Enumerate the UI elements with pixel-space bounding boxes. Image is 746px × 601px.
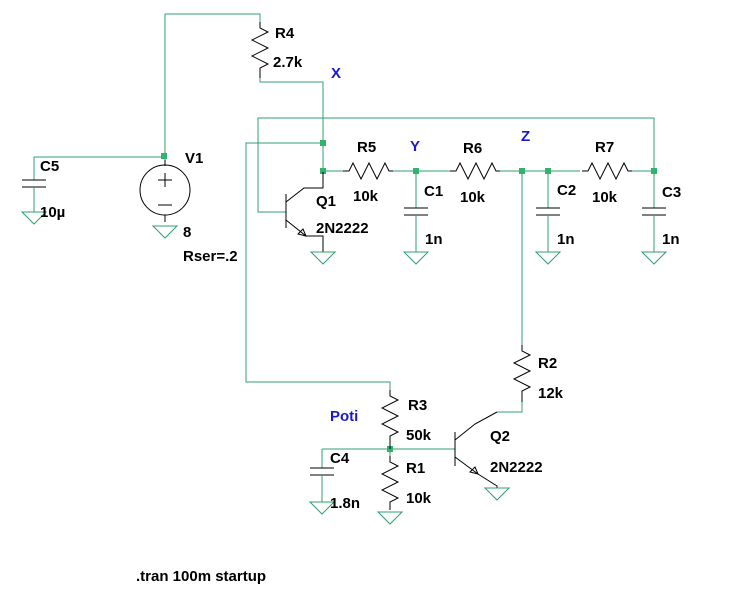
- c3-value: 1n: [662, 231, 680, 248]
- junction-q1-base: [320, 140, 326, 146]
- r2-value: 12k: [538, 385, 564, 402]
- wire-r4-x[interactable]: [259, 78, 324, 172]
- voltage-source-v1[interactable]: [139, 160, 191, 222]
- c5-ref: C5: [40, 158, 59, 175]
- c4-value: 1.8n: [330, 495, 360, 512]
- spice-directive: .tran 100m startup: [136, 568, 266, 585]
- net-label-poti: Poti: [330, 408, 358, 425]
- ground-icon-c1: [402, 251, 430, 265]
- resistor-r3[interactable]: [380, 390, 400, 449]
- r6-value: 10k: [460, 189, 486, 206]
- q2-ref: Q2: [490, 428, 510, 445]
- net-label-x: X: [331, 65, 341, 82]
- wires: [34, 13, 655, 468]
- capacitor-c2[interactable]: [536, 207, 560, 252]
- c5-value: 10µ: [40, 204, 65, 221]
- resistor-r4[interactable]: [250, 22, 270, 78]
- c3-ref: C3: [662, 184, 681, 201]
- v1-value: 8: [183, 224, 191, 241]
- net-label-z: Z: [521, 128, 530, 145]
- r6-ref: R6: [463, 140, 482, 157]
- r5-value: 10k: [353, 188, 379, 205]
- capacitor-c1[interactable]: [404, 207, 428, 252]
- wire-feedback-top[interactable]: [257, 117, 655, 213]
- r4-value: 2.7k: [273, 54, 303, 71]
- c4-ref: C4: [330, 450, 350, 467]
- ground-icon-v1: [151, 225, 179, 239]
- wire-r2-q2[interactable]: [497, 402, 523, 413]
- r4-ref: R4: [275, 25, 295, 42]
- junction-x: [320, 168, 326, 174]
- junction-c3: [651, 168, 657, 174]
- c2-ref: C2: [557, 182, 576, 199]
- resistor-r7[interactable]: [582, 161, 632, 181]
- r7-value: 10k: [592, 189, 618, 206]
- q1-ref: Q1: [316, 193, 336, 210]
- labels: R4 2.7k X R5 10k Y R6 10k Z R7 10k C1 1n…: [40, 25, 681, 585]
- junction-v1-top: [161, 153, 167, 159]
- capacitor-c3[interactable]: [642, 207, 666, 252]
- junction-c2: [545, 168, 551, 174]
- junction-y: [413, 168, 419, 174]
- v1-rser: Rser=.2: [183, 248, 238, 265]
- net-label-y: Y: [410, 138, 420, 155]
- ground-icon-q1: [309, 251, 337, 265]
- transistor-q2[interactable]: [454, 411, 498, 488]
- transistor-q1[interactable]: [285, 172, 324, 252]
- ground-icon-q2: [483, 487, 511, 501]
- junction-z: [519, 168, 525, 174]
- wire-v1-r4[interactable]: [164, 13, 261, 155]
- ground-icon-c2: [534, 251, 562, 265]
- r7-ref: R7: [595, 139, 614, 156]
- capacitor-c4[interactable]: [310, 467, 334, 502]
- r1-ref: R1: [406, 460, 425, 477]
- q1-model: 2N2222: [316, 220, 369, 237]
- wire-q1-r3[interactable]: [245, 142, 391, 390]
- capacitor-c5[interactable]: [22, 157, 46, 212]
- r3-value: 50k: [406, 427, 432, 444]
- resistor-r5[interactable]: [343, 161, 393, 181]
- r3-ref: R3: [408, 397, 427, 414]
- c1-value: 1n: [425, 231, 443, 248]
- ground-icon-c5: [20, 211, 48, 225]
- v1-ref: V1: [185, 150, 203, 167]
- r5-ref: R5: [357, 139, 376, 156]
- c2-value: 1n: [557, 231, 575, 248]
- ground-icon-c3: [640, 251, 668, 265]
- resistor-r2[interactable]: [512, 345, 532, 402]
- resistor-r6[interactable]: [450, 161, 500, 181]
- resistor-r1[interactable]: [380, 456, 400, 510]
- r2-ref: R2: [538, 355, 557, 372]
- ground-symbols: [20, 211, 668, 525]
- ground-icon-r1: [376, 511, 404, 525]
- r1-value: 10k: [406, 490, 432, 507]
- c1-ref: C1: [424, 183, 443, 200]
- ground-icon-c4: [308, 501, 336, 515]
- q2-model: 2N2222: [490, 459, 543, 476]
